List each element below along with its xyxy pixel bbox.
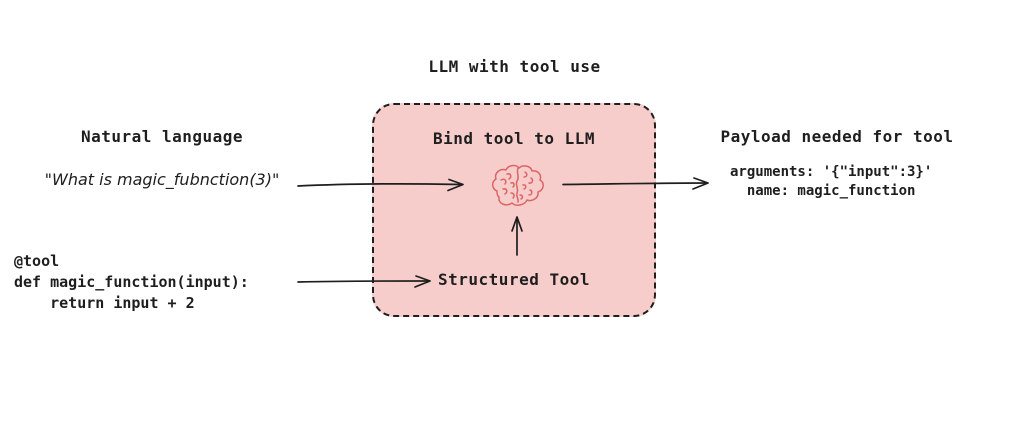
bind-box-heading: Bind tool to LLM — [432, 129, 596, 148]
natural-language-quote: "What is magic_fubnction(3)" — [44, 170, 280, 189]
natural-language-heading: Natural language — [80, 127, 244, 146]
payload-heading: Payload needed for tool — [720, 127, 954, 146]
diagram-title: LLM with tool use — [428, 57, 601, 76]
tool-definition-code: @tool def magic_function(input): return … — [14, 252, 249, 312]
payload-code: arguments: '{"input":3}' name: magic_fun… — [730, 164, 933, 199]
structured-tool-label: Structured Tool — [372, 270, 656, 289]
structured-tool-text: Structured Tool — [438, 270, 590, 289]
brain-icon — [492, 164, 544, 206]
